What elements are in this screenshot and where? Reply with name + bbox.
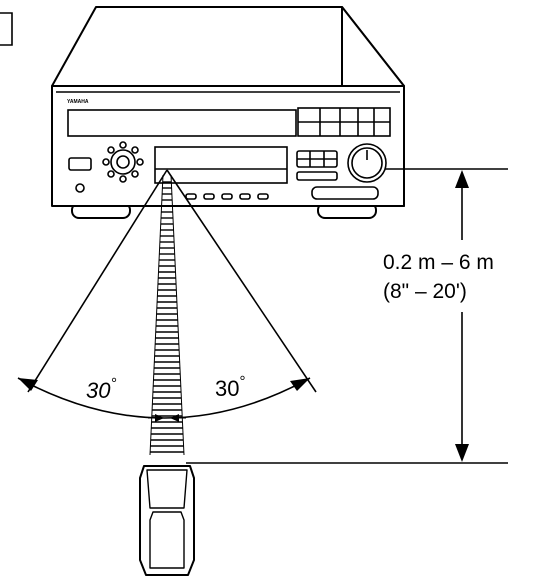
power-button xyxy=(68,157,92,171)
arc-arrow-left-icon xyxy=(18,378,38,391)
jog-dial xyxy=(102,141,144,183)
center-beam xyxy=(150,181,184,453)
beam-right-edge xyxy=(170,174,185,456)
arc-arrow-right-icon xyxy=(290,378,310,391)
remote-control xyxy=(139,465,195,576)
brand-logo: YAMAHA xyxy=(67,99,89,105)
phones-jack xyxy=(75,183,85,193)
distance-dimension xyxy=(186,168,508,464)
beam-left-edge xyxy=(149,174,164,456)
button-grid xyxy=(297,107,391,137)
angle-label-right: 30° xyxy=(215,373,245,401)
disc-tray xyxy=(154,146,288,184)
mode-buttons xyxy=(296,150,338,181)
emission-cone xyxy=(27,169,317,393)
volume-knob xyxy=(347,143,387,183)
slot-opening xyxy=(311,186,379,200)
transport-buttons xyxy=(185,193,269,200)
range-label-metric: 0.2 m – 6 m xyxy=(383,251,494,274)
angle-label-left: 30° xyxy=(86,375,116,403)
range-label-imperial: (8" – 20') xyxy=(383,280,467,303)
display-window xyxy=(67,109,297,137)
dimension-arrow-up-icon xyxy=(455,170,469,188)
dimension-arrow-down-icon xyxy=(455,444,469,462)
corner-frame xyxy=(0,12,13,46)
cd-player-unit xyxy=(51,6,405,219)
front-panel xyxy=(51,85,405,207)
